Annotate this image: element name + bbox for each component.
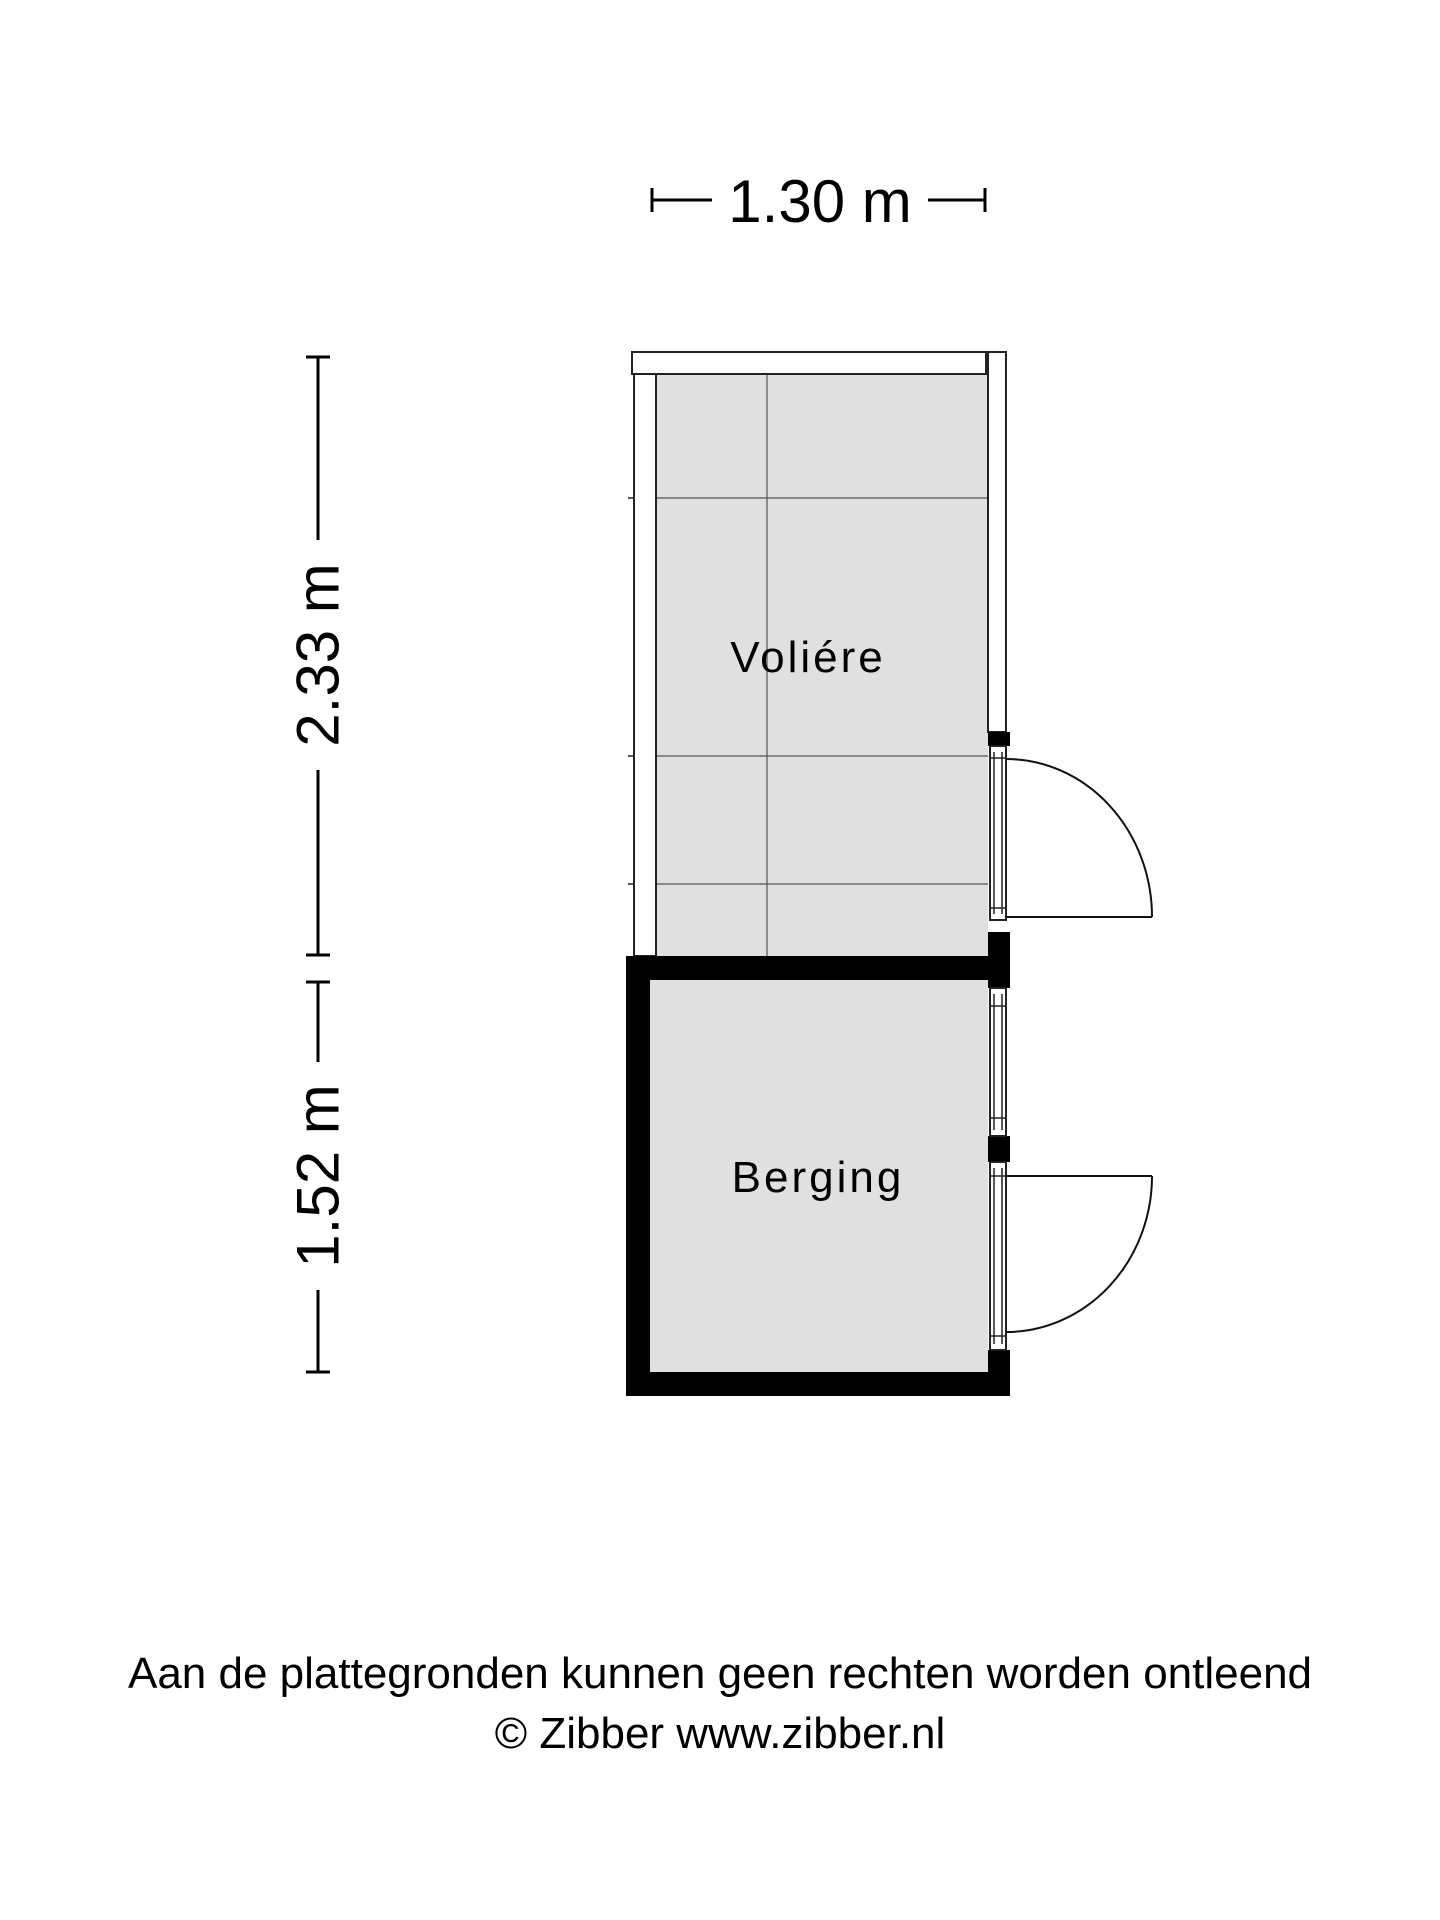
height-dimension-voliere: 2.33 m (285, 355, 352, 957)
voliere-floor (656, 374, 988, 956)
voliere-left-frame (633, 373, 657, 957)
height-dimension-berging: 1.52 m (285, 980, 352, 1374)
disclaimer-text: Aan de plattegronden kunnen geen rechten… (127, 1649, 1313, 1698)
berging-door-swing (1005, 1175, 1153, 1333)
berging-walls (626, 932, 1010, 1396)
voliere-top-frame (631, 351, 987, 375)
copyright-text: © Zibber www.zibber.nl (494, 1709, 946, 1758)
berging-door-frame (989, 1161, 1007, 1351)
voliere-door-frame (989, 745, 1007, 921)
berging-window (989, 987, 1007, 1137)
berging-floor (650, 980, 988, 1372)
voliere-tile-grid (656, 374, 988, 956)
width-label: 1.30 m (728, 168, 911, 235)
voliere-door-swing (1005, 758, 1153, 918)
room-berging: Berging (626, 932, 1153, 1396)
width-dimension: 1.30 m (650, 168, 987, 235)
voliere-right-frame (987, 351, 1007, 733)
room-label-voliere: Voliére (730, 633, 886, 682)
voliere-wall-stub (988, 732, 1010, 746)
room-label-berging: Berging (732, 1153, 905, 1202)
height-label-berging: 1.52 m (285, 1084, 352, 1267)
room-voliere: Voliére (628, 351, 1153, 957)
height-label-voliere: 2.33 m (285, 563, 352, 746)
